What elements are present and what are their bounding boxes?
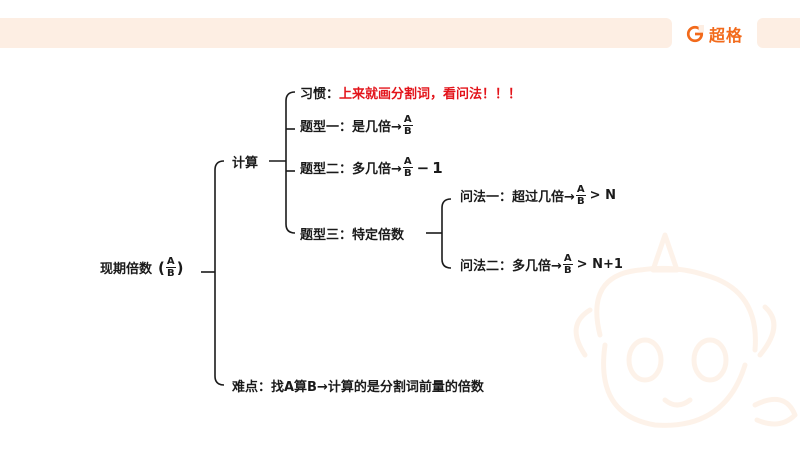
type2-node: 题型二：多几倍→ A B − 1 [300, 156, 443, 179]
brand-logo-icon [686, 25, 704, 43]
type1-frac-num: A [402, 114, 413, 126]
calc-node: 计算 [232, 152, 258, 171]
top-banner [0, 18, 672, 48]
type2-frac-den: B [403, 168, 412, 179]
ask1-tail: > N [589, 188, 616, 203]
type1-node: 题型一：是几倍→ A B [300, 114, 414, 137]
root-frac-den: B [166, 268, 175, 279]
hard-node: 难点：找A算B→计算的是分割词前量的倍数 [232, 376, 484, 395]
hard-label: 难点：找A算B→计算的是分割词前量的倍数 [232, 380, 484, 395]
brand-logo: 超格 [686, 21, 743, 47]
calc-label: 计算 [232, 156, 259, 171]
type1-frac-den: B [403, 126, 412, 137]
ask2-node: 问法二：多几倍→ A B > N+1 [460, 253, 623, 276]
ask2-fraction: A B [562, 253, 573, 276]
ask1-label: 问法一：超过几倍→ [460, 190, 575, 205]
top-banner-right [757, 18, 800, 48]
type3-label: 题型三：特定倍数 [300, 228, 405, 243]
type2-fraction: A B [402, 156, 413, 179]
mascot-watermark-icon [573, 232, 798, 428]
ask1-frac-num: A [575, 184, 586, 196]
habit-node: 习惯： 上来就画分割词，看问法！！！ [300, 83, 521, 102]
habit-text: 上来就画分割词，看问法！！！ [339, 87, 522, 102]
ask2-frac-num: A [562, 253, 573, 265]
ask1-node: 问法一：超过几倍→ A B > N [460, 184, 616, 207]
ask2-tail: > N+1 [576, 257, 623, 272]
root-frac-num: A [165, 256, 176, 268]
type2-minus: − [416, 158, 430, 177]
habit-prefix: 习惯： [300, 87, 340, 102]
brand-name: 超格 [709, 26, 744, 45]
ask2-label: 问法二：多几倍→ [460, 259, 562, 274]
type2-frac-num: A [402, 156, 413, 168]
ask1-fraction: A B [575, 184, 586, 207]
root-label: 现期倍数 [100, 262, 153, 277]
type2-tail: 1 [432, 158, 443, 177]
root-fraction: A B [165, 256, 176, 279]
root-open-paren: ( [158, 258, 165, 277]
type1-label: 题型一：是几倍→ [300, 120, 402, 135]
type3-node: 题型三：特定倍数 [300, 224, 404, 243]
root-node: 现期倍数 ( A B ) [100, 256, 183, 279]
ask2-frac-den: B [563, 265, 572, 276]
ask1-frac-den: B [576, 196, 585, 207]
root-close-paren: ) [176, 258, 184, 277]
type2-label: 题型二：多几倍→ [300, 162, 402, 177]
type1-fraction: A B [402, 114, 413, 137]
